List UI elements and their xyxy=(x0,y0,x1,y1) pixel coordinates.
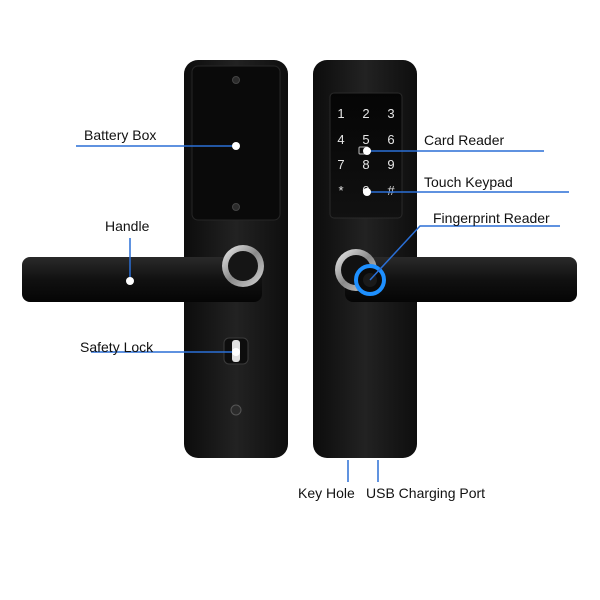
label-safety-lock: Safety Lock xyxy=(80,339,154,355)
dot-touch-keypad xyxy=(363,188,371,196)
dot-safety-lock xyxy=(232,348,240,356)
keypad-key-1: 1 xyxy=(337,106,344,121)
back-panel-unit xyxy=(22,60,288,458)
dot-battery-box xyxy=(232,142,240,150)
dot-handle xyxy=(126,277,134,285)
label-battery-box: Battery Box xyxy=(84,127,157,143)
marker-dots xyxy=(126,142,371,356)
keypad-key-star: * xyxy=(338,183,343,198)
keypad-key-2: 2 xyxy=(362,106,369,121)
keypad-key-6: 6 xyxy=(387,132,394,147)
keypad-key-8: 8 xyxy=(362,157,369,172)
label-touch-keypad: Touch Keypad xyxy=(424,174,513,190)
battery-box-screw-bottom xyxy=(232,203,240,211)
back-panel-bottom-screw xyxy=(230,404,242,416)
keypad-panel xyxy=(329,92,403,219)
keypad-key-hash: # xyxy=(387,183,395,198)
leader-lines xyxy=(76,145,569,482)
label-card-reader: Card Reader xyxy=(424,132,505,148)
keypad-key-9: 9 xyxy=(387,157,394,172)
keypad-key-4: 4 xyxy=(337,132,344,147)
label-usb-charging-port: USB Charging Port xyxy=(366,485,486,501)
label-key-hole: Key Hole xyxy=(298,485,355,501)
leader-fingerprint-reader xyxy=(369,225,560,281)
handle-bar-right xyxy=(345,257,577,302)
handle-bar-left xyxy=(22,257,262,302)
dot-card-reader xyxy=(363,147,371,155)
label-fingerprint-reader: Fingerprint Reader xyxy=(433,210,550,226)
keypad-key-5: 5 xyxy=(362,132,369,147)
label-handle: Handle xyxy=(105,218,150,234)
keypad-key-7: 7 xyxy=(337,157,344,172)
handle-rose-inner xyxy=(228,251,258,281)
battery-box-screw-top xyxy=(232,76,240,84)
keypad-key-3: 3 xyxy=(387,106,394,121)
